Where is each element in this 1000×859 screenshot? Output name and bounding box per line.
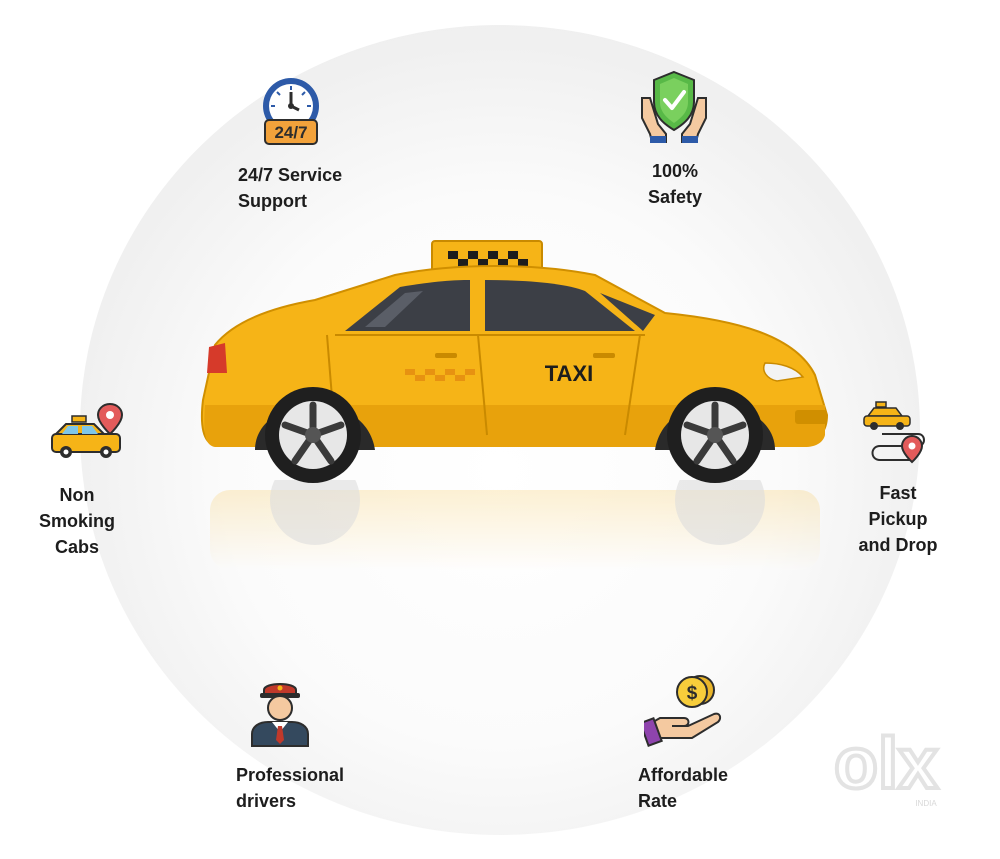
pickup-label: Fast Pickup and Drop: [846, 480, 950, 558]
safety-label-line-1: 100%: [651, 161, 699, 181]
shield-hands-icon: [638, 68, 710, 149]
front-wheel: [667, 387, 763, 483]
taxi-car: TAXI: [195, 235, 835, 535]
olx-watermark: olx INDIA: [806, 722, 966, 815]
coin-hand-icon: $: [639, 672, 724, 753]
olx-watermark-sub: INDIA: [915, 799, 937, 808]
pickup-label-line-2: Pickup: [868, 509, 928, 529]
driver-icon: [246, 678, 314, 753]
nonsmoking-label: Non Smoking Cabs: [22, 482, 132, 560]
taxi-route-icon: [862, 398, 934, 473]
olx-watermark-logo: olx: [834, 730, 938, 804]
support-label: 24/7 Service Support: [238, 162, 342, 214]
rear-wheel: [265, 387, 361, 483]
support-label-line-1: 24/7 Service: [238, 165, 343, 185]
rate-label-line-2: Rate: [638, 791, 678, 811]
car-reflection: [210, 480, 820, 570]
safety-label: 100% Safety: [630, 158, 720, 210]
nonsmoking-label-line-2: Smoking: [38, 511, 115, 531]
pickup-label-line-1: Fast: [879, 483, 917, 503]
drivers-label-line-1: Professional: [236, 765, 345, 785]
rate-label: Affordable Rate: [638, 762, 728, 814]
drivers-label: Professional drivers: [236, 762, 344, 814]
support-label-line-2: Support: [238, 191, 307, 211]
safety-label-line-2: Safety: [647, 187, 703, 207]
clock-24-7-icon: 24/7: [255, 76, 327, 153]
support-badge-text: 24/7: [274, 123, 307, 142]
taxi-location-icon: [48, 400, 128, 469]
pickup-label-line-3: and Drop: [858, 535, 938, 555]
drivers-label-line-2: drivers: [236, 791, 297, 811]
coin-symbol: $: [687, 683, 698, 704]
nonsmoking-label-line-3: Cabs: [54, 537, 99, 557]
rate-label-line-1: Affordable: [638, 765, 728, 785]
taxi-door-label: TAXI: [545, 361, 593, 386]
nonsmoking-label-line-1: Non: [59, 485, 95, 505]
